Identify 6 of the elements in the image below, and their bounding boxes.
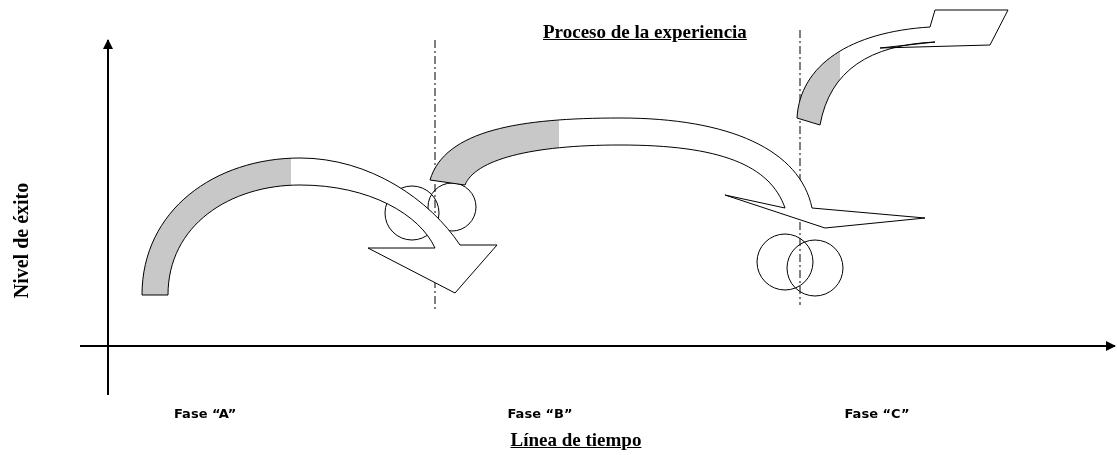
phase-label: Fase “B” [507,405,573,421]
diagram-title: Proceso de la experiencia [543,21,747,43]
axis-title: Línea de tiempo [510,429,642,451]
phase-label: Fase “A” [174,405,237,421]
axis-title: Nivel de éxito [10,182,34,298]
phase-label: Fase “C” [844,405,910,421]
